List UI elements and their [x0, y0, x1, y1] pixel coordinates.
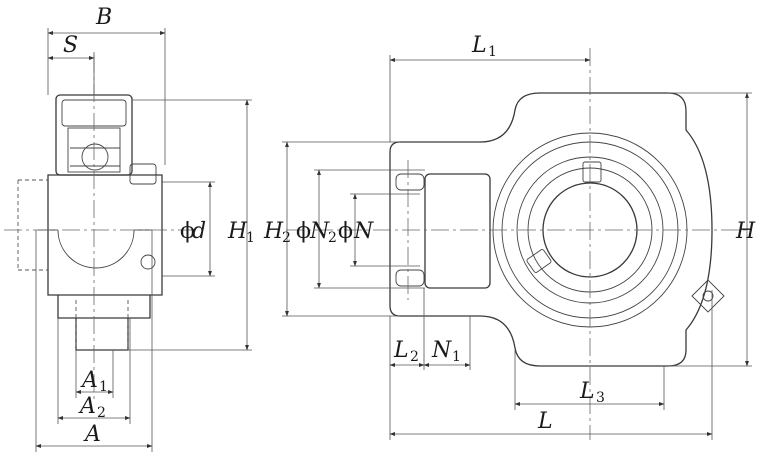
label-A2-sub: 2 — [97, 405, 106, 421]
front-dimensions — [282, 55, 752, 440]
front-view — [286, 48, 752, 440]
label-phi-N2-symbol: ϕ — [296, 219, 311, 244]
label-L2-sub: 2 — [410, 349, 419, 365]
label-H: H — [735, 219, 756, 244]
label-N1-sub: 1 — [452, 349, 461, 365]
label-A1-sub: 1 — [99, 379, 108, 395]
label-A2: A — [78, 394, 96, 419]
label-phi-N-symbol: ϕ — [338, 219, 353, 244]
side-dimensions — [35, 28, 252, 452]
label-H2: H — [263, 219, 284, 244]
label-L1: L — [471, 33, 487, 58]
side-view — [4, 55, 192, 400]
label-A1: A — [80, 368, 98, 393]
label-N1: N — [431, 338, 452, 363]
label-L: L — [537, 409, 553, 434]
label-N2: N — [309, 219, 330, 244]
label-B: B — [95, 5, 112, 30]
label-L3-sub: 3 — [596, 390, 605, 406]
label-N2-sub: 2 — [328, 230, 337, 246]
label-S: S — [63, 33, 78, 58]
label-H2-sub: 2 — [282, 230, 291, 246]
label-H1: H — [227, 219, 248, 244]
label-phi-d-symbol: ϕ — [180, 219, 195, 244]
label-A: A — [83, 422, 101, 447]
label-L3: L — [579, 379, 595, 404]
label-N: N — [353, 219, 374, 244]
label-L2: L — [393, 338, 409, 363]
dimension-labels: B S ϕ d H 1 H 2 ϕ N 2 ϕ N H L 1 L 2 N 1 … — [63, 5, 756, 447]
label-H1-sub: 1 — [246, 230, 255, 246]
label-L1-sub: 1 — [488, 44, 497, 60]
label-d: d — [192, 219, 206, 244]
